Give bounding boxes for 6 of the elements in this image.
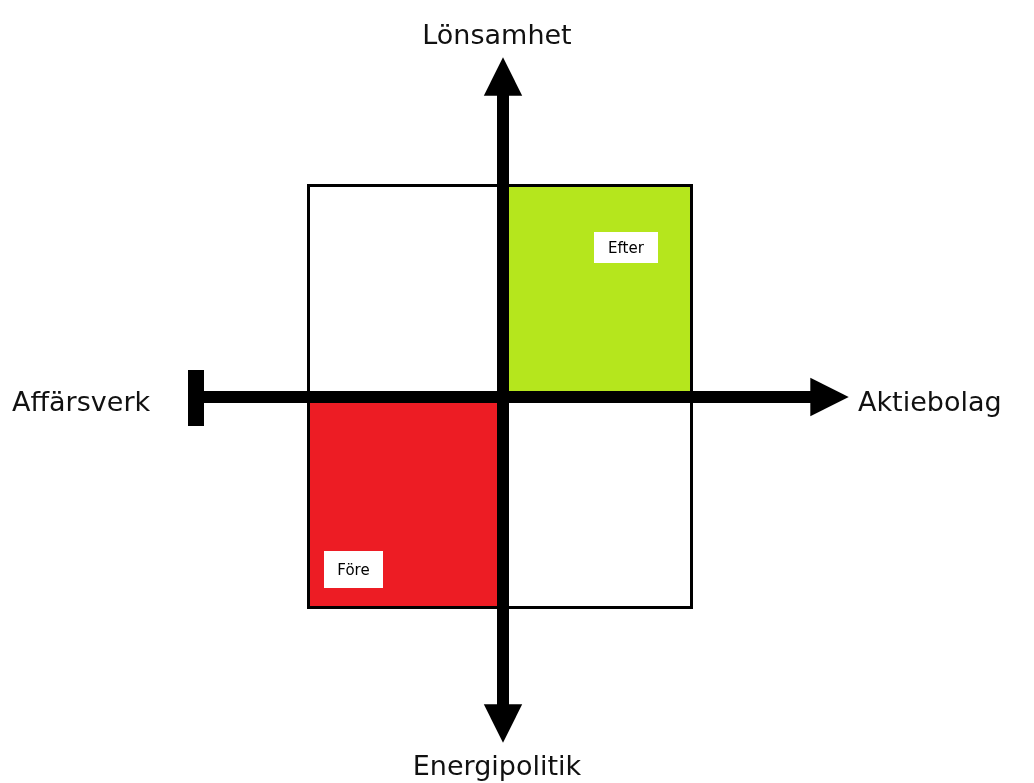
label-tag: Före xyxy=(324,551,383,588)
axis-label: Lönsamhet xyxy=(422,18,572,50)
axis-label: Affärsverk xyxy=(12,385,151,417)
axis-label: Aktiebolag xyxy=(858,385,1002,417)
label-tag: Efter xyxy=(594,232,658,263)
axis-label: Energipolitik xyxy=(412,749,582,781)
